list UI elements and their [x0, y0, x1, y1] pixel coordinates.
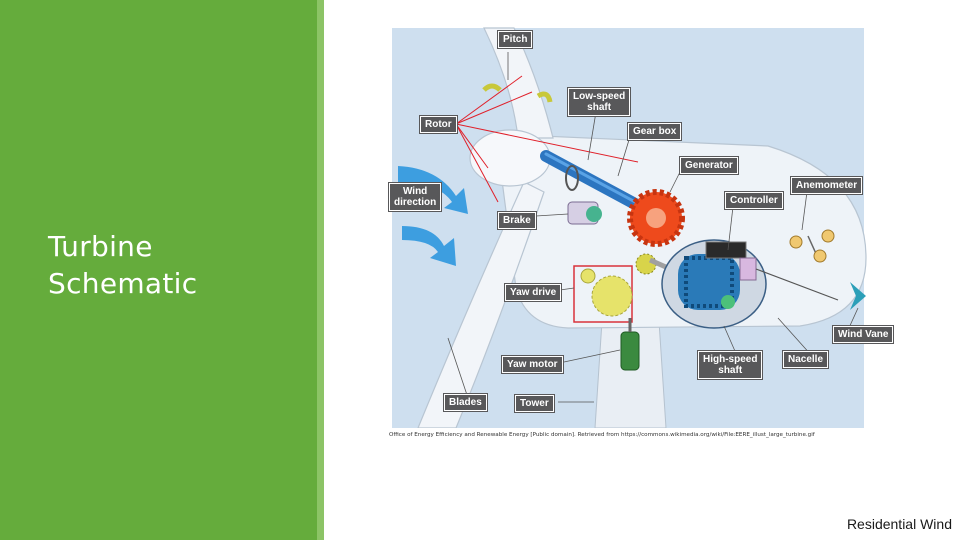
controller-cable: [755, 268, 839, 301]
anemometer-cup-1: [789, 235, 803, 249]
callout-high-speed-shaft-line-2: shaft: [718, 365, 743, 376]
turbine-illustration: [392, 27, 867, 428]
slide-title: Turbine Schematic: [48, 228, 308, 302]
callout-yaw-motor-text: Yaw motor: [507, 359, 558, 370]
controller-rack: [705, 241, 747, 259]
callout-low-speed-shaft-line-2: shaft: [587, 102, 612, 113]
generator-coupling: [721, 295, 735, 309]
callout-yaw-drive: Yaw drive: [505, 284, 562, 301]
callout-pitch-text: Pitch: [503, 34, 528, 45]
shaft-bearing: [565, 165, 579, 191]
callout-anemometer: Anemometer: [791, 177, 863, 194]
callout-low-speed-shaft-line-1: Low-speed: [573, 91, 626, 102]
callout-high-speed-shaft-line-1: High-speed: [703, 354, 758, 365]
blade-lower: [417, 181, 545, 428]
blade-upper: [483, 27, 554, 139]
callout-yaw-drive-text: Yaw drive: [510, 287, 557, 298]
callout-rotor: Rotor: [420, 116, 457, 133]
callout-generator-text: Generator: [685, 160, 733, 171]
callout-gear-box: Gear box: [628, 123, 682, 140]
wind-vane-shape: [850, 282, 866, 310]
controller-box: [739, 257, 757, 281]
callout-nacelle: Nacelle: [783, 351, 829, 368]
callout-wind-direction-line-1: Wind: [402, 186, 428, 197]
rotor-leader-lines: [455, 75, 639, 203]
callout-wind-direction-line-2: direction: [394, 197, 437, 208]
footer-text: Residential Wind: [846, 516, 952, 532]
pitch-arrow-right: [536, 91, 553, 103]
sidebar-accent-strip: [317, 0, 324, 540]
callout-controller: Controller: [725, 192, 783, 209]
yaw-motor-shape: [620, 331, 640, 371]
wind-arrow-bottom: [402, 226, 456, 266]
callout-yaw-motor: Yaw motor: [502, 356, 563, 373]
callout-brake: Brake: [498, 212, 536, 229]
yaw-pinion: [580, 268, 596, 284]
slide-title-line-2: Schematic: [48, 267, 198, 300]
yaw-drive-gear: [591, 275, 633, 317]
wind-arrow-top: [398, 166, 468, 214]
callout-blades-text: Blades: [449, 397, 482, 408]
callout-brake-text: Brake: [503, 215, 531, 226]
callout-tower-text: Tower: [520, 398, 549, 409]
callout-gear-box-text: Gear box: [633, 126, 677, 137]
callout-tower: Tower: [515, 395, 554, 412]
sidebar-panel: [0, 0, 317, 540]
callout-blades: Blades: [444, 394, 487, 411]
anemometer-cup-3: [813, 249, 827, 263]
callout-wind-vane: Wind Vane: [833, 326, 894, 343]
brake-disc: [586, 206, 602, 222]
pitch-arrow-left: [482, 83, 502, 92]
callout-anemometer-text: Anemometer: [796, 180, 858, 191]
callout-rotor-text: Rotor: [425, 119, 452, 130]
callout-nacelle-text: Nacelle: [788, 354, 824, 365]
image-credit: Office of Energy Efficiency and Renewabl…: [389, 432, 815, 438]
callout-pitch: Pitch: [498, 31, 533, 48]
rotor-hub: [469, 129, 551, 187]
callout-controller-text: Controller: [730, 195, 778, 206]
callout-wind-vane-text: Wind Vane: [838, 329, 889, 340]
callout-generator: Generator: [680, 157, 738, 174]
anemometer-cup-2: [821, 229, 835, 243]
low-speed-shaft: [540, 150, 656, 218]
slide-title-line-1: Turbine: [48, 230, 153, 263]
